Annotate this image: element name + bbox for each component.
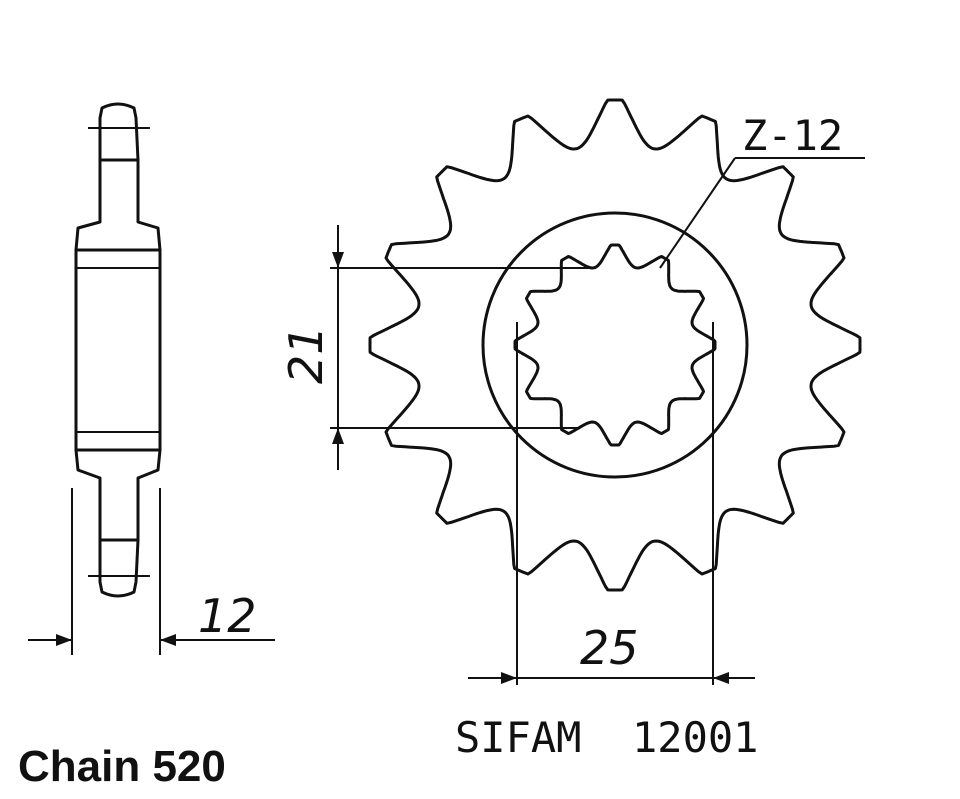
sprocket-outer-teeth bbox=[368, 98, 862, 592]
sprocket-inner-spline bbox=[513, 243, 717, 447]
chain-size-label: Chain 520 bbox=[18, 742, 226, 791]
side-lower-hatch bbox=[74, 448, 162, 542]
side-top-tooth bbox=[98, 102, 140, 162]
sprocket-pitch-circle bbox=[481, 211, 749, 479]
side-hub bbox=[74, 248, 162, 452]
sprocket-front-view: Z-12 21 25 bbox=[279, 98, 865, 685]
side-upper-hatch bbox=[74, 158, 162, 252]
teeth-count-label: Z-12 bbox=[742, 111, 843, 160]
part-number-label: SIFAM 12001 bbox=[455, 713, 758, 762]
sprocket-side-view: 12 bbox=[28, 102, 275, 655]
height-dimension-label: 21 bbox=[279, 325, 333, 384]
side-bottom-tooth bbox=[98, 538, 140, 598]
width-dimension-label: 25 bbox=[580, 621, 639, 675]
thickness-dimension-label: 12 bbox=[198, 589, 257, 643]
